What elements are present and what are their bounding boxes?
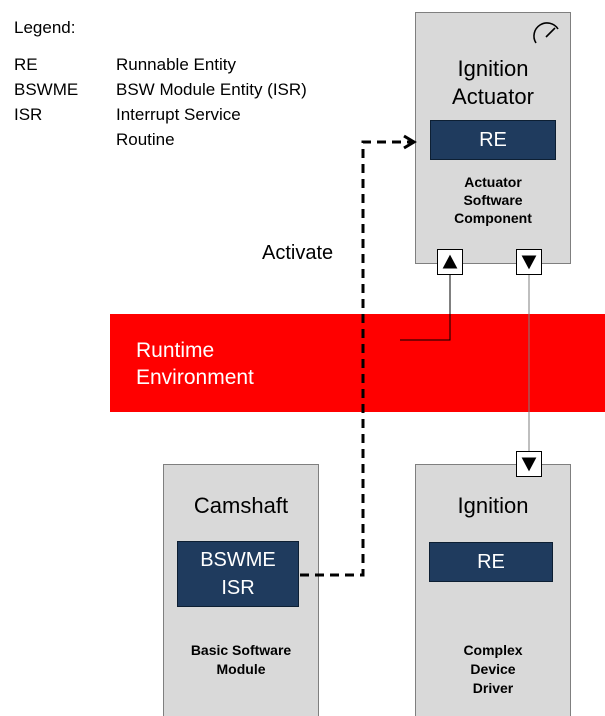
activate-label: Activate <box>262 242 334 264</box>
ignition-actuator-title-line1: Ignition <box>457 56 529 81</box>
actuator-re-label: RE <box>479 129 507 151</box>
up-triangle-icon <box>442 254 458 269</box>
ignition-re-box[interactable]: RE <box>429 542 553 582</box>
isr-label: ISR <box>221 577 255 599</box>
ignition-caption-line1: Complex <box>463 642 523 658</box>
ignition-actuator-title-line2: Actuator <box>452 84 534 109</box>
gauge-icon <box>532 19 562 49</box>
legend-meaning: BSW Module Entity (ISR) <box>116 80 307 99</box>
actuator-caption-line2: Software <box>463 192 523 208</box>
activate-arrowhead <box>403 134 417 150</box>
down-triangle-icon <box>521 457 537 472</box>
ignition-require-port[interactable] <box>516 451 542 477</box>
ignition-component: Ignition RE Complex Device Driver <box>415 464 571 716</box>
camshaft-caption-line1: Basic Software <box>190 642 292 658</box>
camshaft-caption-line2: Module <box>216 661 266 677</box>
legend-meaning: Interrupt Service <box>116 105 241 124</box>
runtime-environment: Runtime Environment <box>110 314 605 412</box>
bswme-isr-box[interactable]: BSWME ISR <box>177 541 299 607</box>
legend-title: Legend: <box>14 18 76 37</box>
actuator-caption-line3: Component <box>454 210 532 226</box>
actuator-require-port[interactable] <box>516 249 542 275</box>
actuator-re-box[interactable]: RE <box>430 120 556 160</box>
legend-abbr: RE <box>14 55 38 74</box>
ignition-caption-line2: Device <box>470 661 516 677</box>
legend-meaning: Runnable Entity <box>116 55 237 74</box>
ignition-title: Ignition <box>457 493 529 518</box>
actuator-provide-port[interactable] <box>437 249 463 275</box>
ignition-re-label: RE <box>477 551 505 573</box>
legend-abbr: BSWME <box>14 80 79 99</box>
camshaft-title: Camshaft <box>193 493 289 518</box>
down-triangle-icon <box>521 255 537 270</box>
legend-abbr: ISR <box>14 105 43 124</box>
actuator-caption-line1: Actuator <box>464 174 522 190</box>
ignition-actuator-component: Ignition Actuator RE Actuator Software C… <box>415 12 571 264</box>
ignition-caption-line3: Driver <box>472 680 514 696</box>
camshaft-component: Camshaft BSWME ISR Basic Software Module <box>163 464 319 716</box>
rte-label-line1: Runtime <box>136 339 215 362</box>
bswme-label: BSWME <box>200 549 276 571</box>
rte-label: Runtime Environment <box>136 337 376 391</box>
legend-meaning: Routine <box>116 130 175 149</box>
rte-label-line2: Environment <box>136 366 254 389</box>
